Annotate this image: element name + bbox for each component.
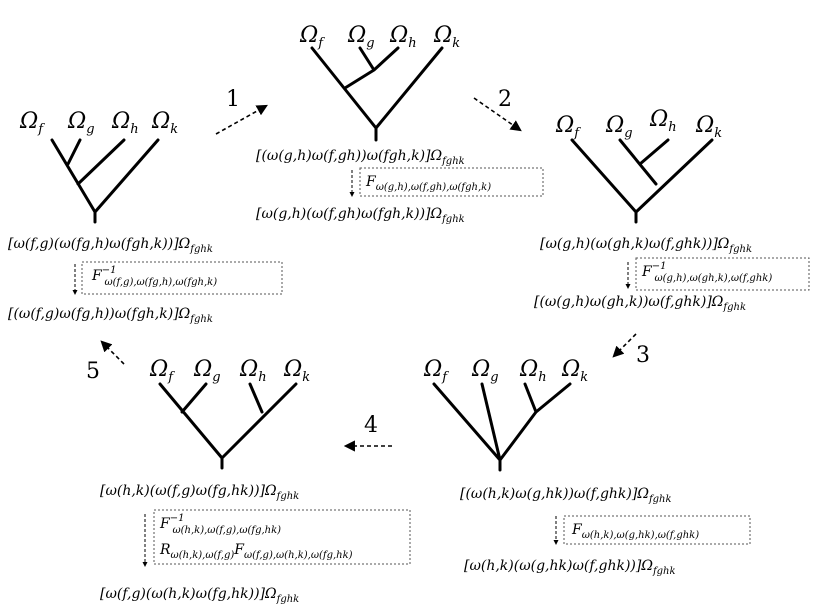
leaf-omega-g: Ωg (67, 109, 95, 137)
op-box-t2 (359, 167, 544, 197)
step-label-1: 1 (226, 87, 240, 112)
op-box-t5 (153, 509, 411, 565)
leaf-omega-k: Ωk (561, 357, 588, 385)
leaf-omega-h: Ωh (239, 357, 267, 385)
leaf-omega-k: Ωk (283, 357, 310, 385)
expr-t3-top: [ω(g,h)(ω(gh,k)ω(f,ghk))]Ωfghk (540, 236, 752, 255)
step-arrow-2 (473, 97, 522, 132)
leaf-omega-f: Ωf (555, 113, 581, 141)
leaf-omega-g: Ωg (471, 357, 499, 385)
op-box-t4 (563, 515, 751, 545)
step-arrow-1 (215, 104, 268, 135)
op-box-t1 (81, 261, 283, 295)
expr-t1-bottom: [(ω(f,g)ω(fg,h))ω(fgh,k)]Ωfghk (8, 306, 213, 325)
op-box-t3 (635, 257, 810, 291)
step-label-4: 4 (364, 413, 378, 438)
op-t2: Fω(g,h),ω(f,gh),ω(fgh,k) (365, 174, 491, 193)
leaf-omega-f: Ωf (423, 357, 449, 385)
leaf-omega-h: Ωh (519, 357, 547, 385)
expr-t3-bottom: [(ω(g,h)ω(gh,k))ω(f,ghk)]Ωfghk (534, 294, 746, 313)
tree-2: Ωf Ωg Ωh Ωk (299, 23, 460, 142)
op-t4: Fω(h,k),ω(g,hk),ω(f,ghk) (571, 522, 699, 541)
leaf-omega-h: Ωh (389, 23, 417, 51)
expr-t4-bottom: [ω(h,k)(ω(g,hk)ω(f,ghk))]Ωfghk (464, 558, 676, 577)
leaf-omega-f: Ωf (19, 109, 45, 137)
leaf-omega-g: Ωg (193, 357, 221, 385)
expr-t1-top: [ω(f,g)(ω(fg,h)ω(fgh,k))]Ωfghk (8, 236, 213, 255)
leaf-omega-g: Ωg (605, 113, 633, 141)
tree-3: Ωf Ωg Ωh Ωk (555, 107, 722, 224)
tree-4: Ωf Ωg Ωh Ωk (423, 357, 588, 472)
leaf-omega-k: Ωk (433, 23, 460, 51)
leaf-omega-k: Ωk (695, 113, 722, 141)
leaf-omega-k: Ωk (151, 109, 178, 137)
expr-t5-bottom: [ω(f,g)(ω(h,k)ω(fg,hk))]Ωfghk (100, 586, 299, 605)
expr-t2-bottom: [ω(g,h)(ω(f,gh)ω(fgh,k))]Ωfghk (256, 206, 465, 225)
op-t5-line2: Rω(h,k),ω(f,g)Fω(f,g),ω(h,k),ω(fg,hk) (159, 542, 353, 561)
expr-t2-top: [(ω(g,h)ω(f,gh))ω(fgh,k)]Ωfghk (256, 148, 465, 167)
leaf-omega-h: Ωh (111, 109, 139, 137)
step-label-5: 5 (86, 359, 100, 384)
leaf-omega-g: Ωg (347, 23, 375, 51)
leaf-omega-f: Ωf (149, 357, 175, 385)
tree-1: Ωf Ωg Ωh Ωk (19, 109, 178, 224)
tree-5: Ωf Ωg Ωh Ωk (149, 357, 310, 470)
step-arrow-3 (612, 333, 637, 358)
leaf-omega-h: Ωh (649, 107, 677, 135)
step-label-3: 3 (636, 343, 650, 368)
leaf-omega-f: Ωf (299, 23, 325, 51)
expr-t4-top: [(ω(h,k)ω(g,hk))ω(f,ghk)]Ωfghk (460, 486, 672, 505)
step-arrow-5 (100, 340, 125, 365)
step-label-2: 2 (498, 87, 512, 112)
expr-t5-top: [ω(h,k)(ω(f,g)ω(fg,hk))]Ωfghk (100, 483, 299, 502)
